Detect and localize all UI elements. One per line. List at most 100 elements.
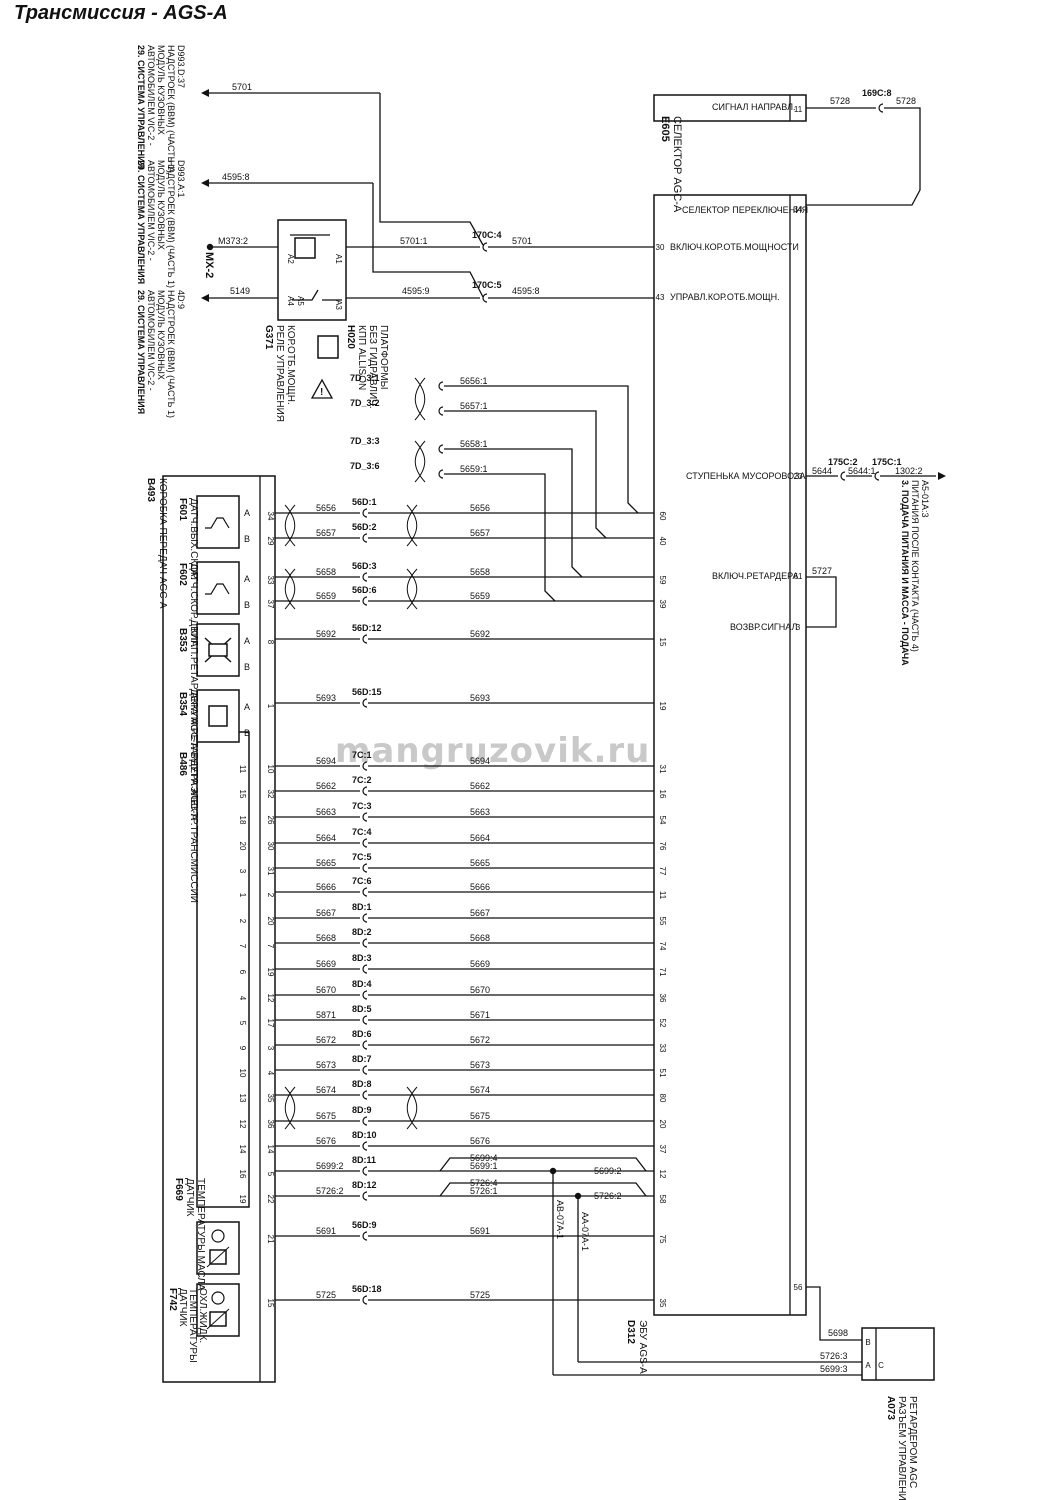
pin-label: 30 [656, 243, 665, 252]
ref-vic2-b-line: D993.A:1 [176, 160, 186, 198]
gearbox-pin: 15 [266, 1299, 275, 1308]
row-wire-right: 5699:1 [470, 1161, 498, 1171]
ref-vic2-a-line: НАДСТРОЕК (BBM) (ЧАСТЬ 1) [166, 45, 176, 173]
f602-label-line: F602 [177, 563, 188, 586]
gearbox-pin: 33 [266, 576, 275, 585]
connector-symbol [362, 698, 368, 708]
wire-7d3-route [520, 473, 556, 602]
wire-label: 5644:1 [848, 466, 876, 476]
d312-label-line: D312 [625, 1320, 636, 1344]
ref-vic2-c-line: МОДУЛЬ КУЗОВНЫХ [156, 290, 166, 380]
harness-pin: 7 [238, 944, 247, 949]
ref-vic2-a-line: 29. СИСТЕМА УПРАВЛЕНИЯ [136, 45, 146, 169]
wire-label: 5728 [896, 96, 916, 106]
pin-label: 56 [794, 1283, 803, 1292]
row-wire-left: 5657 [316, 528, 336, 538]
f742-label-line: ДАТЧИК [177, 1288, 188, 1327]
ref-vic2-a-line: D993.D:37 [176, 45, 186, 88]
row-wire-left: 5675 [316, 1111, 336, 1121]
g371-label-line: G371 [263, 325, 274, 350]
harness-pin: 10 [238, 1069, 247, 1078]
row-wire-left: 5666 [316, 882, 336, 892]
f742-sensor-glyph [206, 1291, 230, 1330]
row-wire-left: 5670 [316, 985, 336, 995]
arrow-left [201, 294, 209, 302]
row-wire-right: 5674 [470, 1085, 490, 1095]
twisted-pair [406, 568, 418, 610]
gearbox-pin: 4 [266, 1071, 275, 1076]
connector-symbol [362, 938, 368, 948]
harness-pin: 1 [238, 893, 247, 898]
connector-symbol [482, 242, 488, 252]
wire-label: 5728 [830, 96, 850, 106]
connector-symbol [362, 786, 368, 796]
row-wire-left: 5699:2 [316, 1161, 344, 1171]
ref-vic2-a-line: АВТОМОБИЛЕМ VIC-2 - [146, 45, 156, 146]
b354-label-line: B354 [177, 692, 188, 716]
row-wire-right: 5665 [470, 858, 490, 868]
connector-symbol [362, 1116, 368, 1126]
connector-symbol [362, 1295, 368, 1305]
f602-sensor [196, 561, 240, 615]
ref-vic2-c-line: АВТОМОБИЛЕМ VIC-2 - [146, 290, 156, 391]
wire-5698 [806, 1286, 862, 1341]
f669-label-line: ТЕМПЕРАТУРЫ МАСЛА [195, 1178, 206, 1291]
ecu-pto-on-label: ВКЛЮЧ.КОР.ОТБ.МОЩНОСТИ [670, 242, 799, 252]
ref-vic2-c-line: НАДСТРОЕК (BBM) (ЧАСТЬ 1) [166, 290, 176, 418]
row-wire-left: 5725 [316, 1290, 336, 1300]
conn-label: 7D_3:2 [350, 398, 380, 408]
connector-symbol [362, 572, 368, 582]
a073-label-line: РЕТАРДЕРОМ AGC [907, 1396, 918, 1488]
row-wire-right: 5669 [470, 959, 490, 969]
d312-ecu-box [653, 194, 807, 1316]
conn-label: 175C:2 [828, 457, 858, 467]
splice-label: 5699:4 [470, 1153, 498, 1163]
page-title: Трансмиссия - AGS-A [14, 2, 228, 24]
b493-label-line: B493 [145, 478, 156, 502]
connector-symbol [362, 863, 368, 873]
b493-label-line: КОРОБКА ПЕРЕДАЧ AGC-A [157, 478, 168, 609]
ecu-pin: 15 [658, 638, 667, 647]
row-connector: 56D:1 [352, 497, 377, 507]
pin-label: A [865, 1361, 871, 1370]
row-connector: 7C:5 [352, 852, 372, 862]
wire-5726-4 [439, 1182, 647, 1197]
row-wire-left: 5871 [316, 1010, 336, 1020]
row-wire-left: 5665 [316, 858, 336, 868]
row-wire-right: 5659 [470, 591, 490, 601]
f742-label-line: F742 [167, 1288, 178, 1311]
pin-label: A3 [334, 300, 343, 310]
harness-pin: 20 [238, 842, 247, 851]
row-wire-right: 5664 [470, 833, 490, 843]
gearbox-pin: 37 [266, 600, 275, 609]
f601-sensor-glyph [205, 517, 230, 529]
ecu-selector-label: СЕЛЕКТОР ПЕРЕКЛЮЧЕНИЯ [682, 205, 808, 215]
twisted-pair [284, 504, 296, 547]
harness-pin: 4 [238, 996, 247, 1001]
d312-label-line: ЭБУ AGS-A [637, 1320, 648, 1374]
wire-5701-route [379, 93, 484, 246]
twisted-pair [406, 1086, 418, 1130]
row-wire-right: 5673 [470, 1060, 490, 1070]
connector-symbol [840, 471, 846, 481]
wire-label: 4595:8 [222, 172, 250, 182]
harness-pin: 12 [238, 1120, 247, 1129]
pin-label: A4 [286, 296, 295, 306]
row-wire-left: 5694 [316, 756, 336, 766]
f742-label-line: ОХЛ.ЖИДК. [197, 1288, 208, 1343]
b486-label-line: B486 [177, 752, 188, 776]
ecu-pin: 16 [658, 790, 667, 799]
ecu-pin: 55 [658, 917, 667, 926]
connector-symbol [482, 293, 488, 303]
f669-sensor [196, 1221, 240, 1275]
b354-label-line: АККУМ.РЕТАРДЕРА AGC-A [188, 692, 199, 821]
conn-label: 175C:1 [872, 457, 902, 467]
relay-contact [292, 289, 319, 301]
twisted-pair [284, 568, 296, 610]
connector-symbol [362, 838, 368, 848]
